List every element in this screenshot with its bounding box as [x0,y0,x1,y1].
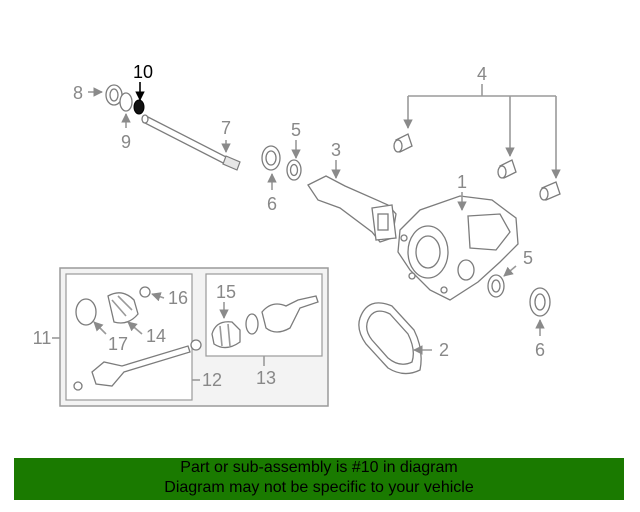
part-6-seal-upper [261,145,281,171]
part-2-cover [358,302,422,375]
callout-7: 7 [221,118,231,138]
part-10-snap-ring [133,99,145,115]
part-9-seal [119,92,133,112]
part-16-clamp [139,286,151,298]
part-5-seal-lower [487,274,505,298]
callout-11: 11 [33,328,52,348]
part-13-outer-joint [261,295,319,333]
callout-13: 13 [256,368,276,388]
part-3-bracket [307,175,397,243]
callout-2: 2 [439,340,449,360]
callout-14: 14 [146,326,166,346]
part-15-boot [211,321,241,349]
callout-6-lower: 6 [535,340,545,360]
part-7-shaft [141,114,241,171]
info-banner-line-2: Diagram may not be specific to your vehi… [164,479,474,496]
info-banner: Part or sub-assembly is #10 in diagram D… [14,458,624,500]
callout-16: 16 [168,288,188,308]
callout-17: 17 [108,334,128,354]
callout-3: 3 [331,140,341,160]
part-1-differential-carrier [397,195,519,301]
callout-10-highlighted: 10 [133,62,153,82]
part-4-bushing-a [393,133,413,153]
part-4-bushing-b [497,159,517,179]
part-12-shaft [73,339,202,391]
callout-4: 4 [477,64,487,84]
callout-6-upper: 6 [267,194,277,214]
part-5-seal-upper [286,159,302,181]
callout-5-lower: 5 [523,248,533,268]
part-13-ring [245,313,259,335]
callout-12: 12 [202,370,222,390]
callout-5-upper: 5 [291,120,301,140]
callout-15: 15 [216,282,236,302]
callout-8: 8 [73,83,83,103]
leader-lines [52,82,561,381]
callout-1: 1 [457,172,467,192]
part-14-boot [107,292,139,324]
info-banner-line-1: Part or sub-assembly is #10 in diagram [180,459,458,476]
part-17-ring [75,298,97,326]
callout-9: 9 [121,132,131,152]
part-6-seal-lower [529,287,551,317]
assembly-box-12 [65,273,193,401]
part-4-bushing-c [539,181,561,201]
